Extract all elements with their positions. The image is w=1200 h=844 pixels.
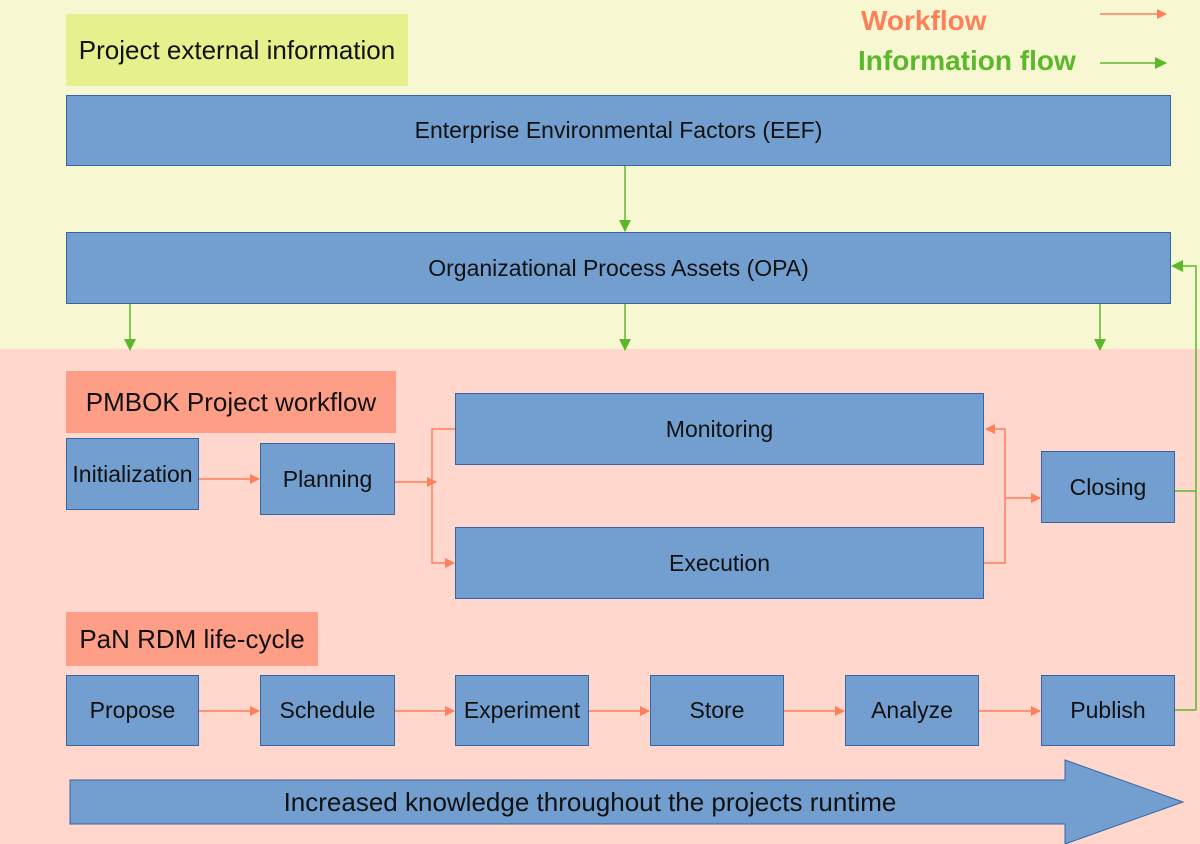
split-to-monitoring-line bbox=[431, 428, 455, 482]
schedule-box: Schedule bbox=[260, 675, 395, 746]
experiment-box: Experiment bbox=[455, 675, 589, 746]
publish-box: Publish bbox=[1041, 675, 1175, 746]
closing-box: Closing bbox=[1041, 451, 1175, 523]
analyze-box: Analyze bbox=[845, 675, 979, 746]
planning-box: Planning bbox=[260, 443, 395, 515]
execution-box: Execution bbox=[455, 527, 984, 599]
legend-workflow-label: Workflow bbox=[861, 5, 987, 36]
pmbok-section-label: PMBOK Project workflow bbox=[66, 371, 396, 433]
rdm-section-label: PaN RDM life-cycle bbox=[66, 612, 318, 666]
eef-box: Enterprise Environmental Factors (EEF) bbox=[66, 95, 1171, 166]
execution-to-monitoring-arrow bbox=[984, 424, 1006, 564]
propose-box: Propose bbox=[66, 675, 199, 746]
knowledge-arrow-label: Increased knowledge throughout the proje… bbox=[283, 786, 897, 817]
initialization-box: Initialization bbox=[66, 438, 199, 510]
store-box: Store bbox=[650, 675, 784, 746]
external-section-label: Project external information bbox=[66, 14, 408, 86]
closing-to-opa-feedback-arrow bbox=[1171, 260, 1197, 492]
opa-box: Organizational Process Assets (OPA) bbox=[66, 232, 1171, 304]
knowledge-arrow-shape bbox=[69, 759, 1185, 844]
monitoring-box: Monitoring bbox=[455, 393, 984, 465]
split-to-execution-arrow bbox=[431, 482, 455, 568]
legend-information-flow-label: Information flow bbox=[858, 45, 1076, 76]
